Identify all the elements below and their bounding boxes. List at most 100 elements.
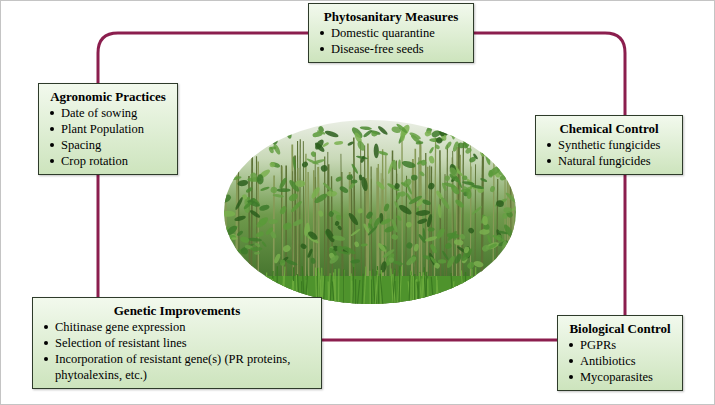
plant-leaf (234, 196, 244, 210)
phytosanitary-box: Phytosanitary MeasuresDomestic quarantin… (308, 3, 474, 63)
plant-leaf (503, 138, 510, 147)
grass-blade (399, 266, 401, 310)
plant-leaf (236, 126, 244, 131)
plant-leaf (334, 141, 344, 146)
plant-leaf (284, 124, 293, 140)
plant-leaf (322, 141, 330, 147)
plant-leaf (313, 192, 329, 205)
plant-leaf (360, 155, 366, 163)
bullet-row: Spacing (48, 137, 168, 153)
plant-leaf (504, 253, 513, 262)
grass-blade (507, 268, 510, 310)
plant-stem (225, 140, 226, 310)
cycle-connector (624, 175, 627, 315)
bullet-text: PGPRs (580, 337, 616, 353)
plant-stem (512, 170, 514, 310)
plant-leaf (230, 264, 243, 268)
bullet-text: Mycoparasites (580, 369, 653, 385)
plant-leaf (258, 217, 267, 226)
plant-leaf (238, 143, 248, 152)
plant-leaf (269, 162, 275, 168)
plant-leaf (268, 219, 278, 225)
plant-leaf (394, 183, 400, 190)
plant-leaf (444, 175, 450, 181)
plant-leaf (490, 129, 501, 142)
plant-leaf (337, 246, 344, 251)
bullet-text: Date of sowing (61, 105, 137, 121)
plant-leaf (395, 123, 408, 134)
grass-blade (417, 282, 420, 310)
plant-leaf (482, 216, 488, 225)
grass-blade (452, 281, 453, 310)
bullet-dot (547, 159, 551, 163)
grass-blade (505, 281, 507, 310)
plant-leaf (502, 240, 508, 252)
plant-leaf (230, 175, 241, 180)
plant-stem (470, 140, 471, 310)
bullet-row: Incorporation of resistant gene(s) (PR p… (42, 351, 312, 383)
grass-blade (471, 269, 473, 310)
plant-leaf (246, 125, 260, 131)
plant-leaf (434, 144, 441, 150)
plant-leaf (427, 227, 435, 232)
plant-leaf (324, 228, 336, 244)
bullet-text: Chitinase gene expression (55, 319, 186, 335)
plant-leaf (494, 197, 508, 208)
plant-leaf (479, 228, 490, 235)
plant-leaf (285, 259, 298, 266)
plant-leaf (270, 146, 276, 150)
plant-leaf (241, 132, 253, 143)
plant-leaf (342, 245, 357, 256)
plant-leaf (292, 156, 296, 170)
plant-leaf (391, 233, 399, 240)
grass-blade (431, 277, 434, 310)
biological-box: Biological ControlPGPRsAntibioticsMycopa… (557, 315, 683, 391)
bullet-text: Spacing (61, 137, 101, 153)
bullet-text: Crop rotation (61, 153, 128, 169)
grass-blade (503, 275, 505, 310)
plant-leaf (435, 136, 444, 145)
plant-leaf (497, 147, 503, 152)
grass-blade (409, 275, 410, 310)
plant-leaf (488, 170, 493, 178)
bullet-dot (547, 143, 551, 147)
plant-stem (415, 176, 417, 310)
bullet-dot (44, 357, 48, 361)
plant-leaf (418, 233, 427, 243)
plant-stem (285, 165, 287, 310)
plant-leaf (310, 151, 317, 158)
plant-leaf (502, 223, 515, 239)
plant-leaf (277, 188, 291, 192)
plant-leaf (503, 207, 512, 213)
grass-blade (343, 270, 344, 310)
plant-stem (248, 176, 250, 310)
plant-leaf (416, 160, 423, 165)
grass-blade (461, 270, 463, 310)
box-heading: Biological Control (567, 320, 673, 337)
plant-leaf (332, 235, 346, 242)
grass-blade (335, 269, 336, 310)
plant-leaf (273, 125, 280, 140)
grass-blade (513, 271, 516, 310)
bullet-text: Synthetic fungicides (558, 137, 660, 153)
bullet-text: Selection of resistant lines (55, 335, 187, 351)
plant-leaf (257, 174, 264, 184)
plant-leaf (405, 255, 418, 267)
plant-stem (507, 165, 508, 310)
plant-leaf (331, 209, 341, 216)
plant-leaf (444, 242, 452, 250)
grass-blade (413, 276, 414, 310)
plant-leaf (438, 259, 447, 264)
plant-leaf (417, 218, 428, 225)
grass-blade (409, 271, 411, 310)
plant-leaf (391, 218, 399, 233)
grass-blade (505, 268, 508, 310)
plant-leaf (310, 257, 316, 264)
plant-leaf (220, 127, 227, 135)
bullet-dot (569, 359, 573, 363)
box-heading: Agronomic Practices (48, 88, 168, 105)
plant-leaf (234, 215, 247, 222)
bullet-row: Antibiotics (567, 353, 673, 369)
plant-leaf (351, 163, 359, 174)
grass-blade (492, 273, 495, 310)
